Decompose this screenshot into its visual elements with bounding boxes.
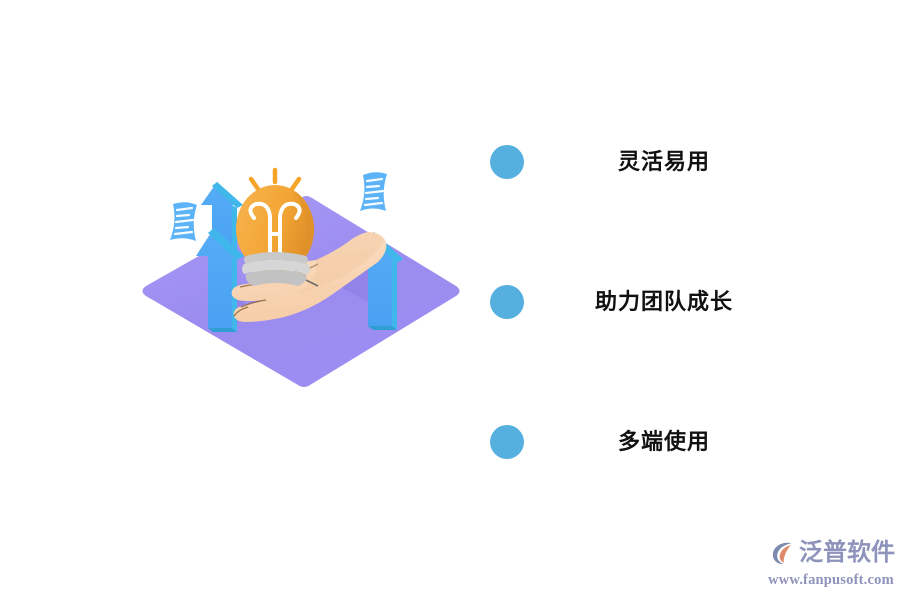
- watermark-brand-name: 泛普软件: [799, 539, 895, 566]
- feature-item-flexible-easy[interactable]: 灵活易用: [480, 142, 810, 182]
- lightbulb-rays-icon: [248, 167, 302, 192]
- up-arrow-icon-back: [201, 182, 243, 255]
- illustration-svg: [142, 167, 460, 387]
- document-sheet-icon-left: [170, 202, 197, 241]
- watermark-brand-row: 泛普软件: [768, 536, 896, 570]
- document-sheet-icon-right: [360, 172, 387, 211]
- feature-label-multi-device: 多端使用: [617, 429, 710, 454]
- brand-watermark: 泛普软件 www.fanpusoft.com: [768, 536, 896, 592]
- feature-list: 灵活易用 助力团队成长 多端使用: [480, 120, 810, 500]
- feature-item-multi-device[interactable]: 多端使用: [480, 422, 810, 462]
- filled-circle-icon: [490, 425, 524, 459]
- watermark-url: www.fanpusoft.com: [768, 572, 894, 588]
- hand-holding-lightbulb-illustration: [120, 160, 480, 420]
- filled-circle-icon: [490, 285, 524, 319]
- lightbulb-icon: [236, 185, 319, 287]
- up-arrow-icon-left: [196, 228, 244, 332]
- filled-circle-icon: [490, 145, 524, 179]
- feature-item-team-growth[interactable]: 助力团队成长: [480, 282, 810, 322]
- fanpu-crescent-logo-icon: [772, 542, 792, 565]
- feature-label-team-growth: 助力团队成长: [594, 289, 733, 314]
- feature-label-flexible-easy: 灵活易用: [617, 149, 710, 174]
